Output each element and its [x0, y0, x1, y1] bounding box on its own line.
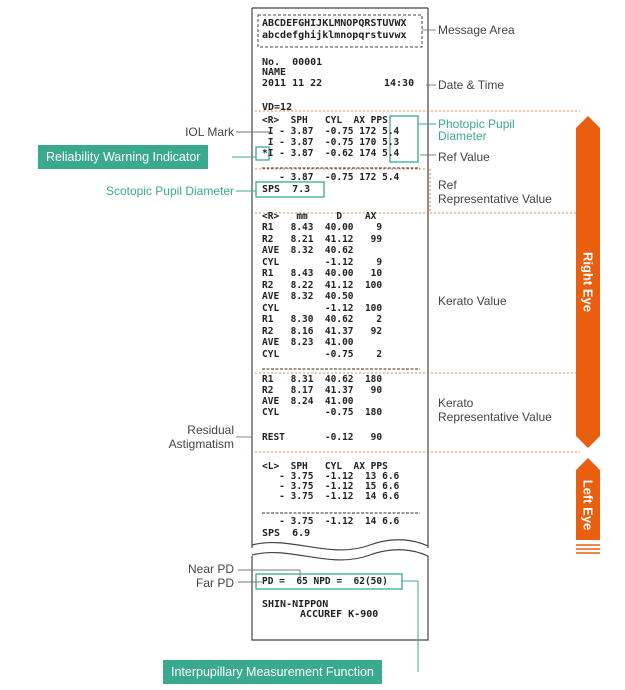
kerato-row: CYL -1.12 9 [262, 256, 383, 268]
label-far-pd: Far PD [195, 576, 234, 590]
ref-row-1: I - 3.87 -0.75 172 5.4 [262, 126, 400, 137]
ref-representative-row: - 3.87 -0.75 172 5.4 [262, 172, 400, 183]
label-kerato-rep-2: Representative Value [438, 410, 552, 424]
label-ref-value: Ref Value [438, 150, 490, 164]
left-header: <L> SPH CYL AX PPS [262, 461, 388, 472]
label-reliability-warning: Reliability Warning Indicator [38, 145, 209, 169]
message-area-box [257, 14, 423, 48]
left-eye-tab: Left Eye [576, 470, 600, 540]
sps-right-box [255, 181, 325, 198]
tear-line-2 [251, 549, 429, 561]
left-row-2: - 3.75 -1.12 15 6.6 [262, 481, 400, 492]
kerato-header: <R> mm D AX [262, 211, 377, 222]
receipt-outline-bottom [251, 556, 429, 641]
left-eye-label: Left Eye [580, 479, 596, 531]
label-interpupillary: Interpupillary Measurement Function [163, 660, 382, 684]
message-line-2: abcdefghijklmnopqrstuvwx [262, 30, 407, 41]
pps-column-box [389, 115, 419, 163]
label-photopic-1: Photopic Pupil [438, 117, 515, 131]
reliability-mark-box [255, 146, 270, 161]
label-ref-rep-2: Representative Value [438, 192, 552, 206]
kerato-representative-row: AVE 8.24 41.00 [262, 396, 354, 407]
label-photopic-2: Diameter [438, 129, 487, 143]
left-eye-tab-shape [576, 458, 600, 540]
label-residual-2: Astigmatism [168, 437, 234, 451]
vertex-distance: VD=12 [262, 102, 293, 113]
kerato-row: AVE 8.32 40.50 [262, 291, 354, 302]
right-eye-tab-shape [576, 116, 600, 448]
rest-row: REST -0.12 90 [262, 432, 383, 443]
right-eye-label: Right Eye [580, 252, 596, 312]
message-line-1: ABCDEFGHIJKLMNOPQRSTUVWX [262, 18, 407, 29]
kerato-row: R2 8.16 41.37 92 [262, 325, 383, 337]
kerato-representative-row: CYL -0.75 180 [262, 407, 383, 418]
sps-left: SPS 6.9 [262, 528, 311, 539]
right-eye-tab: Right Eye [576, 128, 600, 436]
left-representative-row: - 3.75 -1.12 14 6.6 [262, 516, 400, 527]
left-row-3: - 3.75 -1.12 14 6.6 [262, 491, 400, 502]
print-time: 14:30 [384, 78, 415, 89]
kerato-row: AVE 8.23 41.00 [262, 337, 354, 348]
label-kerato-value: Kerato Value [438, 294, 507, 308]
record-number: No. 00001 [262, 57, 323, 68]
kerato-row: R2 8.21 41.12 99 [262, 233, 383, 245]
kerato-row: R1 8.43 40.00 9 [262, 222, 383, 233]
sps-right: SPS 7.3 [262, 184, 311, 195]
maker-name: SHIN-NIPPON [262, 599, 329, 610]
kerato-row: R2 8.22 41.12 100 [262, 279, 383, 291]
leader-near-pd [238, 569, 301, 578]
kerato-row: CYL -0.75 2 [262, 348, 383, 360]
ref-row-3: *I - 3.87 -0.62 174 5.4 [262, 148, 400, 159]
leader-interpupillary [402, 580, 419, 672]
kerato-row: R1 8.30 40.62 2 [262, 314, 383, 325]
label-near-pd: Near PD [187, 562, 234, 576]
label-scotopic: Scotopic Pupil Diameter [105, 184, 234, 198]
left-row-1: - 3.75 -1.12 13 6.6 [262, 471, 400, 482]
receipt-outline-top [251, 7, 429, 548]
ref-header: <R> SPH CYL AX PPS [262, 115, 388, 126]
kerato-row: CYL -1.12 100 [262, 302, 383, 314]
label-iol-mark: IOL Mark [185, 125, 234, 139]
label-ref-rep-1: Ref [438, 178, 457, 192]
print-date: 2011 11 22 [262, 78, 323, 89]
label-residual-1: Residual [187, 423, 234, 437]
model-name: ACCUREF K-900 [300, 609, 379, 620]
kerato-row: AVE 8.32 40.62 [262, 245, 354, 256]
kerato-row: R1 8.43 40.00 10 [262, 268, 383, 279]
kerato-representative-row: R2 8.17 41.37 90 [262, 385, 383, 396]
name-line: NAME [262, 67, 287, 78]
pd-line: PD = 65 NPD = 62(50) [262, 576, 388, 587]
label-kerato-rep-1: Kerato [438, 396, 474, 410]
label-date-time: Date & Time [438, 78, 505, 92]
label-message-area: Message Area [438, 23, 515, 37]
kerato-representative-row: R1 8.31 40.62 180 [262, 374, 383, 385]
ref-row-2: I - 3.87 -0.75 170 5.3 [262, 137, 400, 148]
tear-line-1 [251, 539, 429, 551]
separator-ref-rep-bracket [429, 169, 580, 214]
